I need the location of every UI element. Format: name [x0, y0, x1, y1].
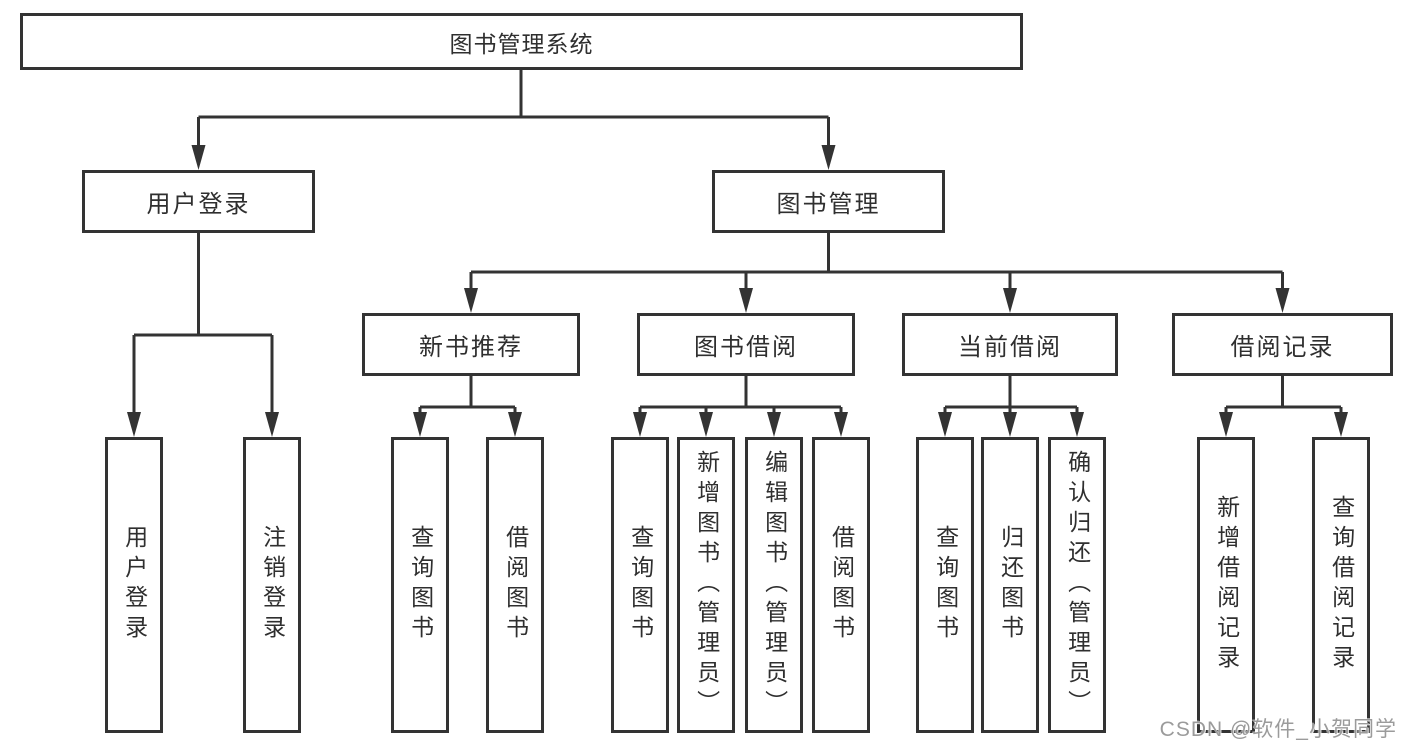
leaf-user-login: 用户登录	[105, 437, 163, 733]
leaf-borrow-books: 借阅图书	[812, 437, 870, 733]
leaf-query-books-current: 查询图书	[916, 437, 974, 733]
node-borrowing-records: 借阅记录	[1172, 313, 1393, 376]
leaf-borrow-books-recommend: 借阅图书	[486, 437, 544, 733]
leaf-edit-books-admin: 编辑图书（管理员）	[745, 437, 803, 733]
leaf-query-books-borrowing: 查询图书	[611, 437, 669, 733]
node-book-management: 图书管理	[712, 170, 945, 233]
leaf-return-books: 归还图书	[981, 437, 1039, 733]
leaf-logout: 注销登录	[243, 437, 301, 733]
node-book-borrowing: 图书借阅	[637, 313, 855, 376]
csdn-watermark: CSDN @软件_小贺同学	[1159, 718, 1397, 741]
node-user-login: 用户登录	[82, 170, 315, 233]
leaf-query-borrow-record: 查询借阅记录	[1312, 437, 1370, 733]
node-new-book-recommendation: 新书推荐	[362, 313, 580, 376]
leaf-query-books-recommend: 查询图书	[391, 437, 449, 733]
leaf-add-books-admin: 新增图书（管理员）	[677, 437, 735, 733]
leaf-confirm-return-admin: 确认归还（管理员）	[1048, 437, 1106, 733]
node-current-borrowing: 当前借阅	[902, 313, 1118, 376]
leaf-add-borrow-record: 新增借阅记录	[1197, 437, 1255, 733]
node-library-management-system: 图书管理系统	[20, 13, 1023, 70]
